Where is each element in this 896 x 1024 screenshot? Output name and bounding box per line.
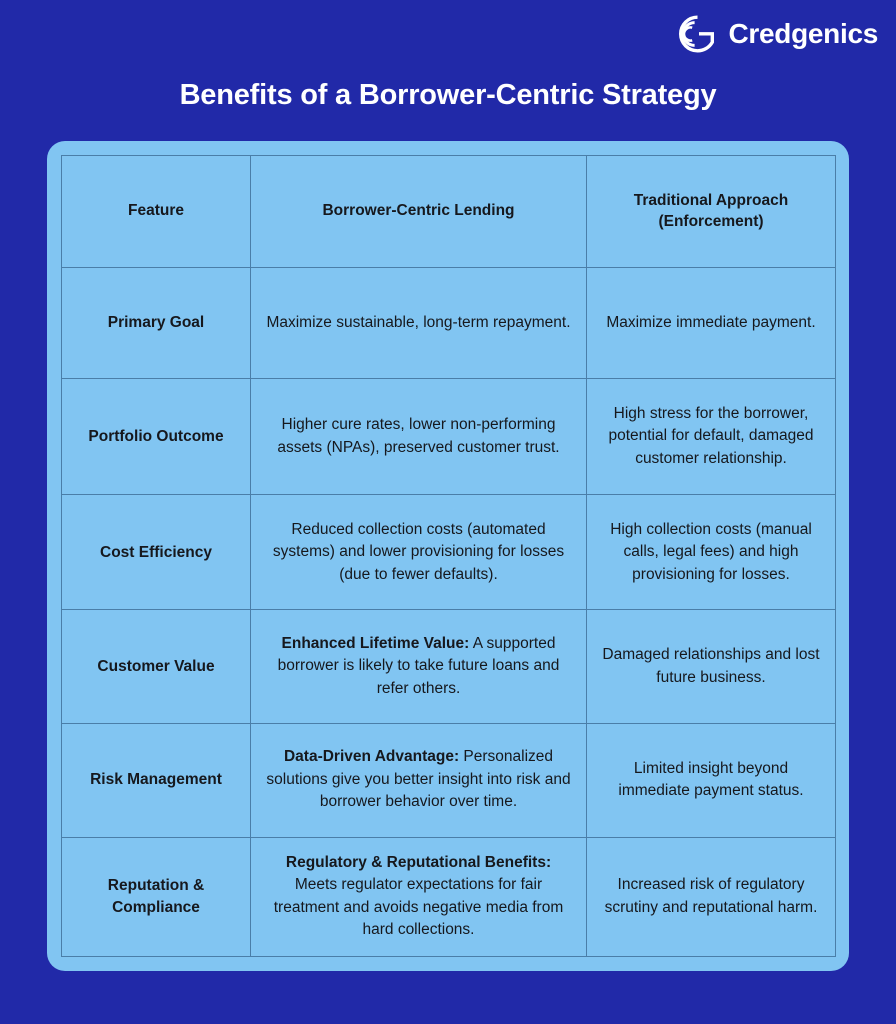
table-header: Feature Borrower-Centric Lending Traditi… (61, 155, 836, 268)
row-borrower-centric-lead: Data-Driven Advantage: (283, 748, 460, 766)
row-borrower-centric-cell: Regulatory & Reputational Benefits: Meet… (250, 836, 587, 958)
row-borrower-centric-text: Personalized solutions give you better i… (266, 748, 571, 811)
credgenics-g-logo-icon (678, 15, 714, 53)
column-header-feature: Feature (61, 155, 251, 268)
table-row: Cost Efficiency Reduced collection costs… (61, 494, 836, 611)
brand-header: Credgenics (678, 14, 879, 54)
row-borrower-centric-text: A supported borrower is likely to take f… (277, 634, 560, 697)
page-title: Benefits of a Borrower-Centric Strategy (179, 79, 717, 111)
row-feature-label: Primary Goal (61, 266, 251, 380)
table-header-row: Feature Borrower-Centric Lending Traditi… (61, 155, 836, 268)
row-borrower-centric-text: Meets regulator expectations for fair tr… (273, 876, 564, 939)
comparison-table: Feature Borrower-Centric Lending Traditi… (61, 155, 836, 958)
table-body: Primary Goal Maximize sustainable, long-… (61, 266, 836, 958)
column-header-traditional-approach-line1: Traditional Approach (633, 191, 789, 209)
row-borrower-centric-cell: Higher cure rates, lower non-performing … (250, 378, 587, 496)
row-traditional-cell: Damaged relationships and lost future bu… (586, 609, 836, 724)
row-borrower-centric-cell: Enhanced Lifetime Value: A supported bor… (250, 609, 587, 724)
table-row: Risk Management Data-Driven Advantage: P… (61, 722, 836, 838)
row-borrower-centric-text: Maximize sustainable, long-term repaymen… (266, 313, 571, 331)
row-borrower-centric-cell: Reduced collection costs (automated syst… (250, 494, 587, 611)
table-row: Customer Value Enhanced Lifetime Value: … (61, 609, 836, 724)
table-row: Primary Goal Maximize sustainable, long-… (61, 266, 836, 380)
column-header-traditional-approach-line2: (Enforcement) (658, 212, 764, 230)
row-feature-label: Risk Management (61, 722, 251, 838)
row-traditional-cell: High collection costs (manual calls, leg… (586, 494, 836, 611)
row-traditional-cell: Increased risk of regulatory scrutiny an… (586, 836, 836, 958)
row-traditional-cell: Limited insight beyond immediate payment… (586, 722, 836, 838)
row-borrower-centric-cell: Maximize sustainable, long-term repaymen… (250, 266, 587, 380)
row-feature-label: Reputation & Compliance (61, 836, 251, 958)
row-borrower-centric-text: Higher cure rates, lower non-performing … (277, 416, 560, 456)
row-feature-label: Portfolio Outcome (61, 378, 251, 496)
column-header-traditional-approach: Traditional Approach (Enforcement) (586, 155, 836, 268)
row-borrower-centric-lead: Regulatory & Reputational Benefits: (285, 853, 552, 871)
row-feature-label: Cost Efficiency (61, 494, 251, 611)
row-feature-label: Customer Value (61, 609, 251, 724)
row-borrower-centric-lead: Enhanced Lifetime Value: (281, 634, 470, 652)
row-borrower-centric-cell: Data-Driven Advantage: Personalized solu… (250, 722, 587, 838)
comparison-table-card: Feature Borrower-Centric Lending Traditi… (47, 141, 849, 971)
table-row: Portfolio Outcome Higher cure rates, low… (61, 378, 836, 496)
row-borrower-centric-text: Reduced collection costs (automated syst… (272, 520, 565, 583)
row-traditional-cell: High stress for the borrower, potential … (586, 378, 836, 496)
column-header-borrower-centric-lending: Borrower-Centric Lending (250, 155, 587, 268)
row-traditional-cell: Maximize immediate payment. (586, 266, 836, 380)
brand-name: Credgenics (728, 18, 879, 49)
table-row: Reputation & Compliance Regulatory & Rep… (61, 836, 836, 958)
